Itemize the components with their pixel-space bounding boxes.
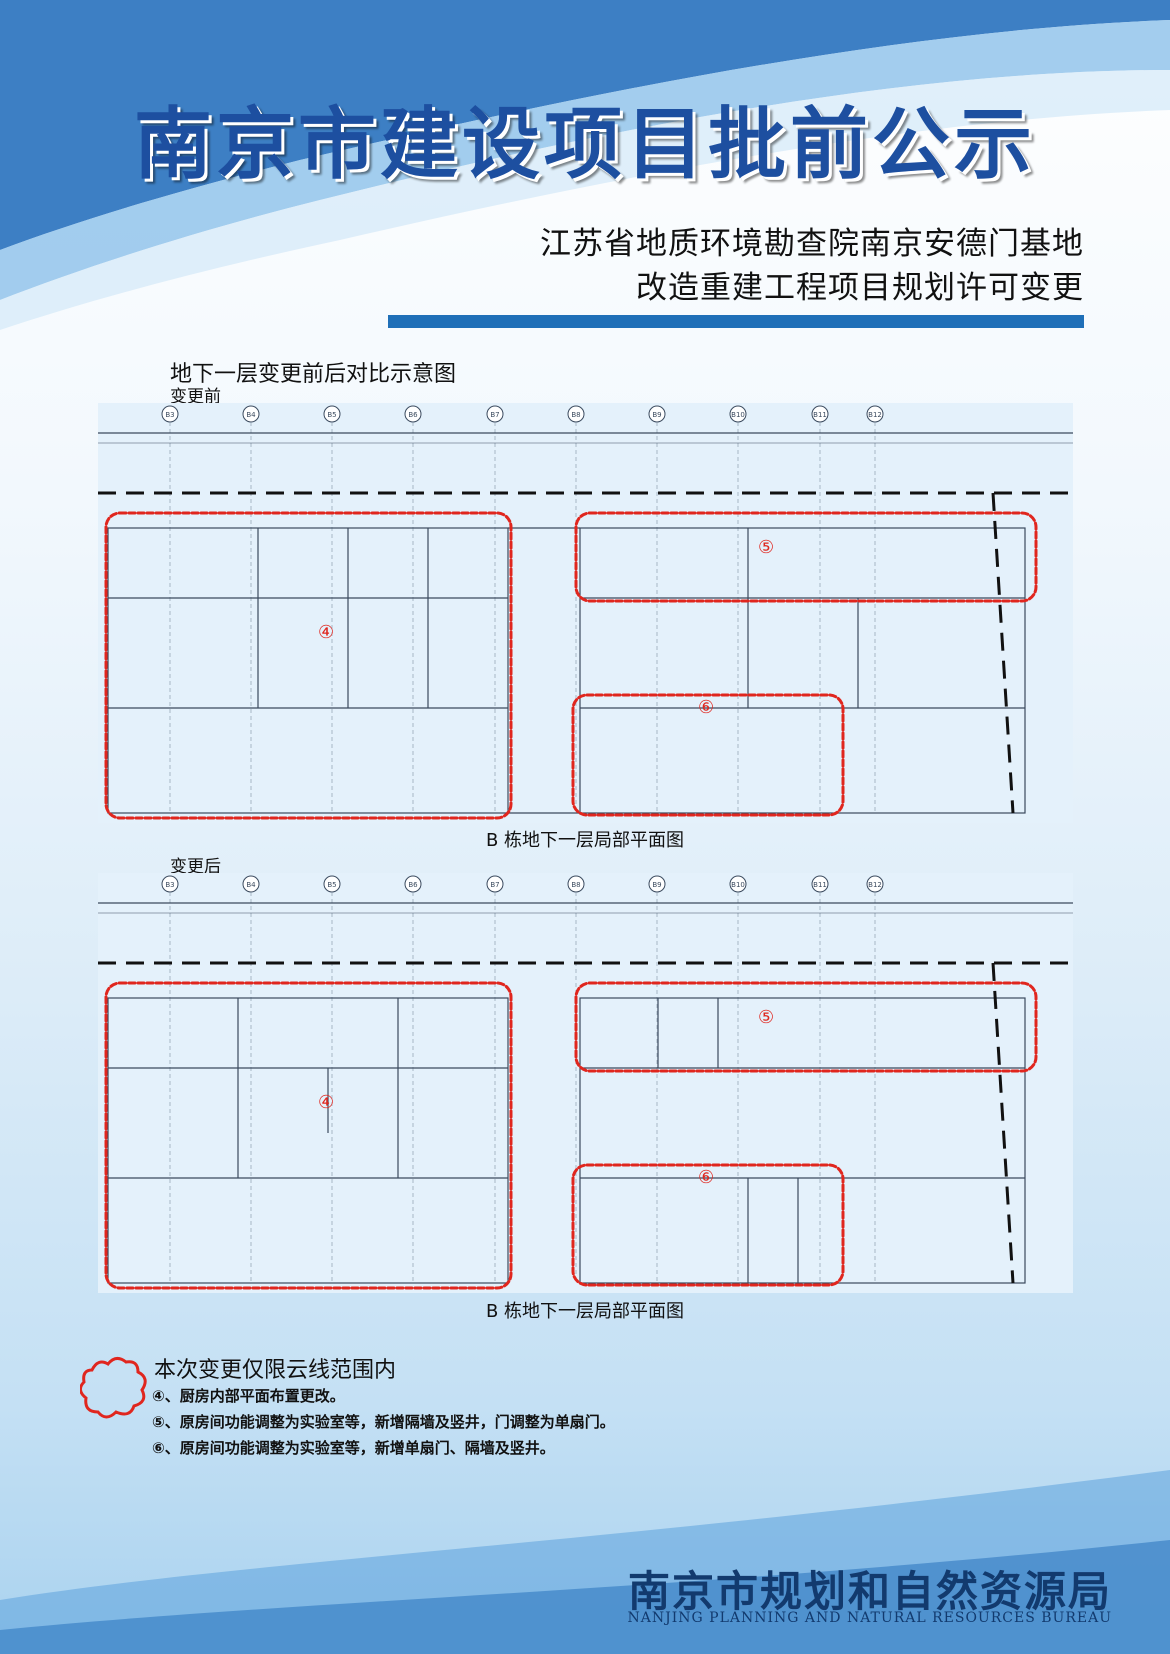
axis-label: B6: [408, 411, 418, 419]
main-title: 南京市建设项目批前公示: [133, 99, 1036, 190]
axis-label: B3: [165, 881, 174, 889]
axis-label: B5: [327, 411, 336, 419]
section-title: 地下一层变更前后对比示意图: [170, 362, 457, 387]
project-name-line1: 江苏省地质环境勘查院南京安德门基地: [540, 226, 1084, 262]
after-label: 变更后: [170, 857, 221, 877]
axis-label: B9: [652, 411, 661, 419]
axis-label: B6: [408, 881, 418, 889]
note-item: ④、厨房内部平面布置更改。: [152, 1387, 345, 1405]
axis-label: B4: [246, 411, 256, 419]
axis-label: B3: [165, 411, 174, 419]
note-item: ⑤、原房间功能调整为实验室等，新增隔墙及竖井，门调整为单扇门。: [152, 1413, 615, 1431]
axis-label: B9: [652, 881, 661, 889]
axis-label: B7: [490, 411, 499, 419]
zone-mark: ⑥: [698, 697, 714, 718]
axis-label: B8: [571, 411, 580, 419]
floor-plan-drawing: B3 B4 B5 B6 B7 B8 B9 B10 B11 B12: [98, 873, 1073, 1293]
axis-label: B8: [571, 881, 580, 889]
plan-caption-before: B 栋地下一层局部平面图: [485, 830, 685, 851]
axis-label: B10: [731, 411, 745, 419]
axis-label: B5: [327, 881, 336, 889]
zone-mark: ④: [318, 622, 334, 643]
note-item: ⑥、原房间功能调整为实验室等，新增单扇门、隔墙及竖井。: [152, 1439, 555, 1457]
floor-plan-drawing: B3 B4 B5 B6 B7 B8 B9 B10 B11 B12: [98, 403, 1073, 823]
zone-mark: ⑤: [758, 1007, 774, 1028]
zone-mark: ⑤: [758, 537, 774, 558]
axis-label: B12: [868, 411, 882, 419]
axis-label: B11: [813, 411, 827, 419]
axis-label: B4: [246, 881, 256, 889]
before-label: 变更前: [170, 387, 221, 407]
axis-label: B12: [868, 881, 882, 889]
axis-label: B11: [813, 881, 827, 889]
plan-caption-after: B 栋地下一层局部平面图: [485, 1301, 685, 1322]
project-name-line2: 改造重建工程项目规划许可变更: [636, 270, 1084, 306]
floor-plan-before: B3 B4 B5 B6 B7 B8 B9 B10 B11 B12: [98, 403, 1073, 823]
bureau-name-en: NANJING PLANNING AND NATURAL RESOURCES B…: [627, 1610, 1112, 1626]
floor-plan-after: B3 B4 B5 B6 B7 B8 B9 B10 B11 B12: [98, 873, 1073, 1293]
title-underline-bar: [388, 315, 1084, 328]
bureau-name-cn: 南京市规划和自然资源局: [627, 1567, 1112, 1616]
notes-title: 本次变更仅限云线范围内: [154, 1358, 397, 1383]
axis-label: B7: [490, 881, 499, 889]
zone-mark: ⑥: [698, 1167, 714, 1188]
zone-mark: ④: [318, 1092, 334, 1113]
axis-label: B10: [731, 881, 745, 889]
revision-cloud-icon: [80, 1357, 147, 1419]
